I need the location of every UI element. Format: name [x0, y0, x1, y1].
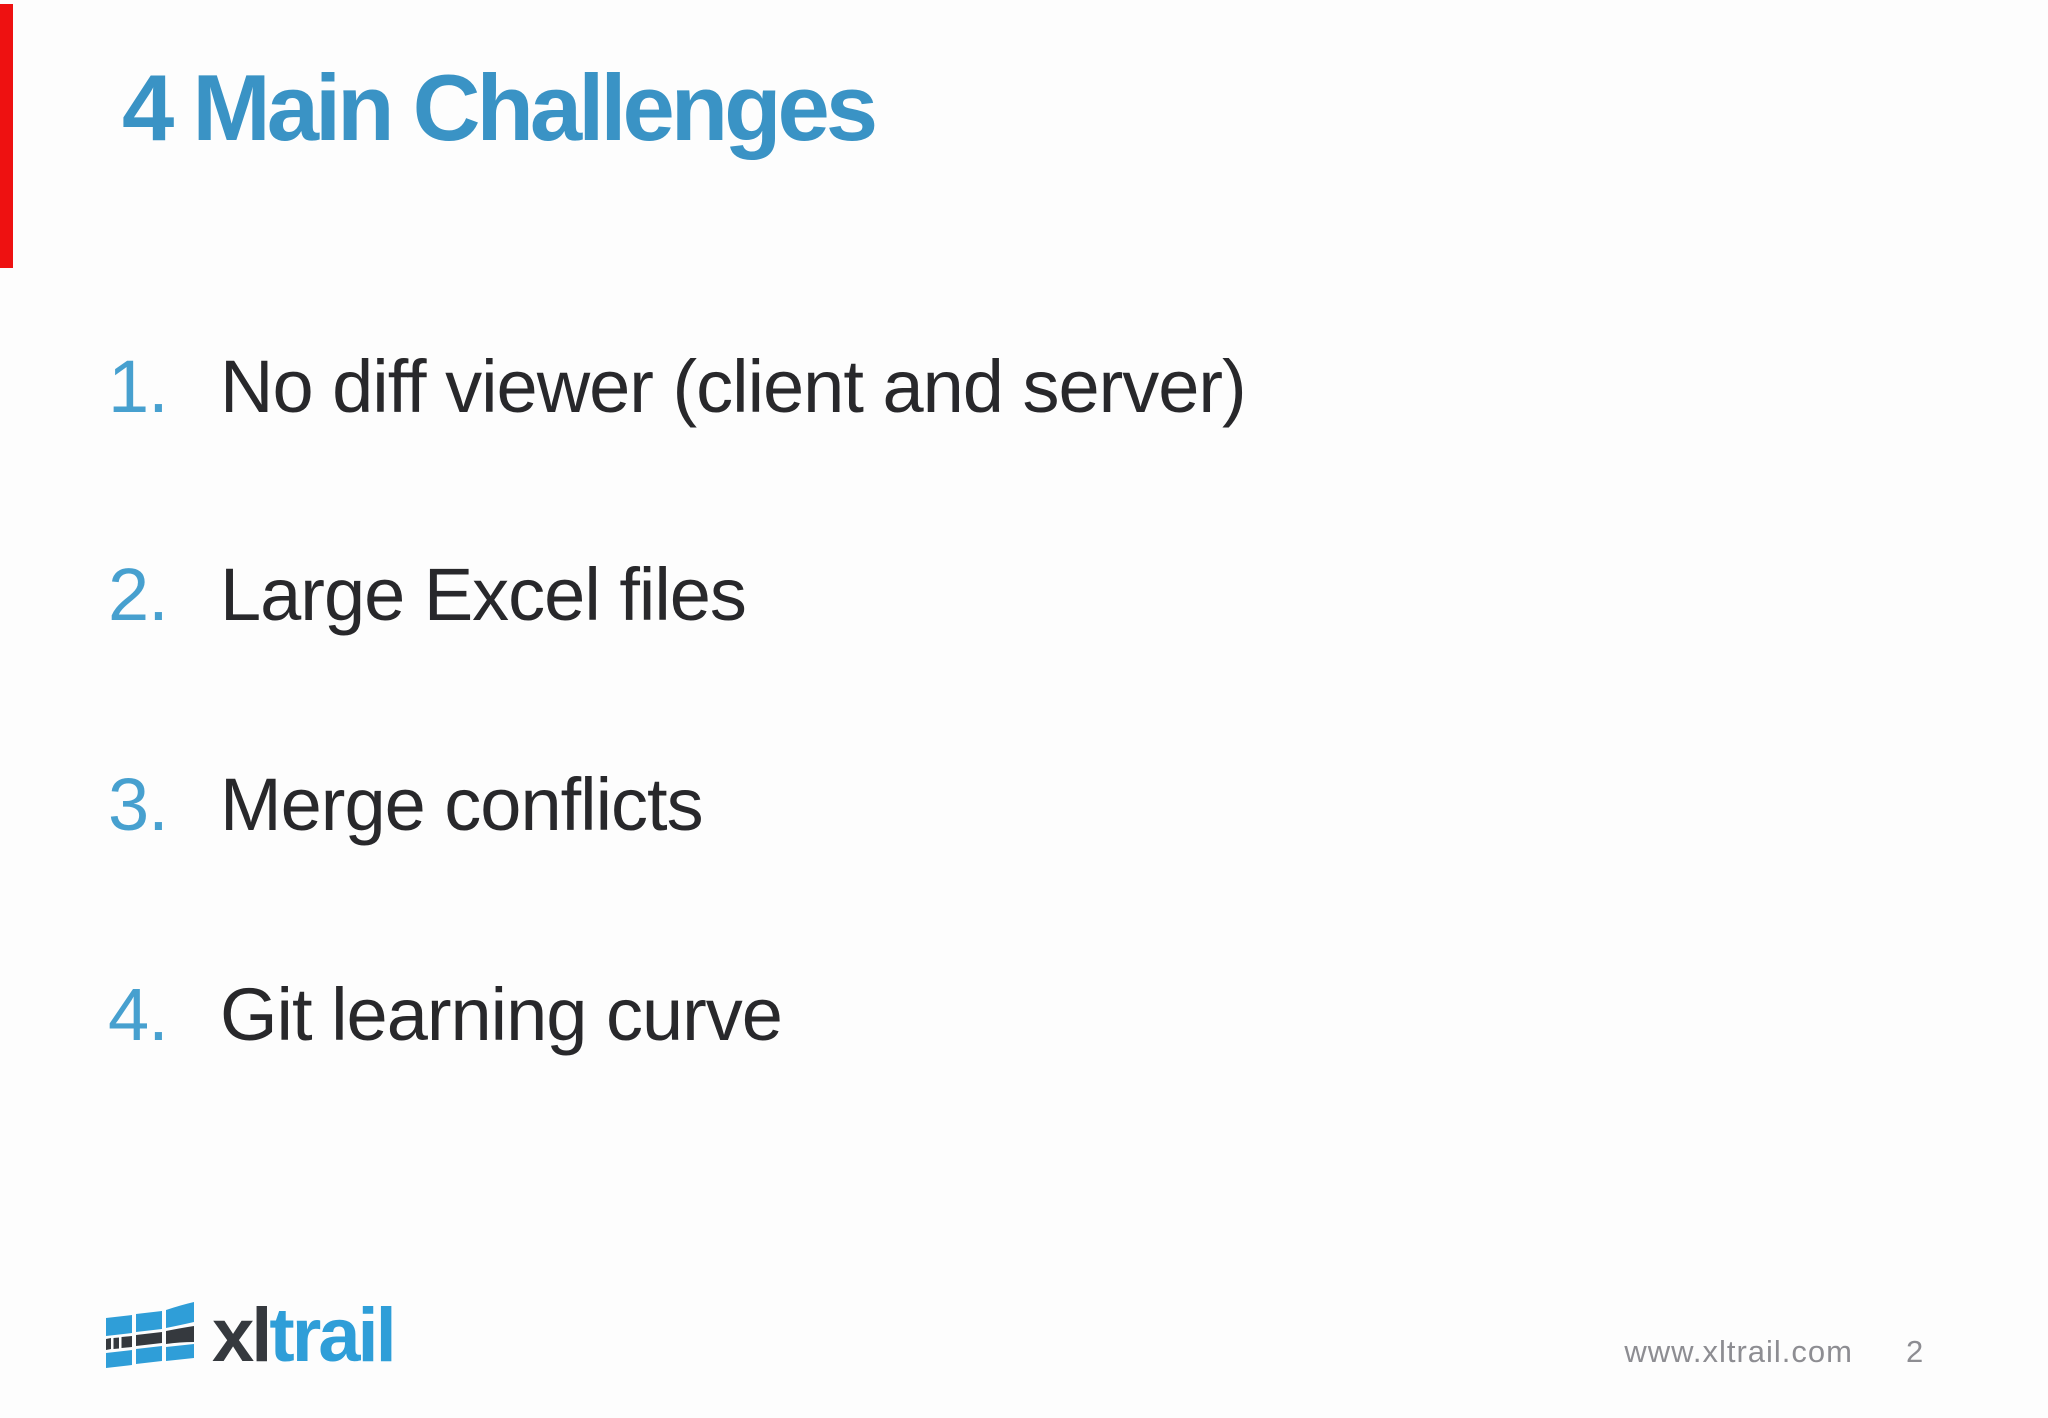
- xltrail-logo: xltrail: [106, 1296, 397, 1374]
- item-text: Large Excel files: [220, 553, 747, 636]
- item-number: 4.: [108, 973, 169, 1056]
- list-item: 1. No diff viewer (client and server): [0, 350, 2048, 440]
- logo-text-trail: trail: [269, 1293, 396, 1378]
- xltrail-wordmark: xltrail: [212, 1298, 397, 1374]
- list-item: 2. Large Excel files: [0, 558, 2048, 648]
- list-item: 4. Git learning curve: [0, 978, 2048, 1068]
- logo-text-xl: xl: [212, 1293, 272, 1378]
- item-number: 2.: [108, 553, 169, 636]
- slide-title: 4 Main Challenges: [122, 55, 878, 160]
- item-text: Merge conflicts: [220, 763, 704, 846]
- item-number: 1.: [108, 345, 169, 428]
- page-number: 2: [1906, 1334, 1924, 1369]
- item-text: No diff viewer (client and server): [220, 345, 1247, 428]
- item-number: 3.: [108, 763, 169, 846]
- red-marker-bar: [0, 4, 13, 268]
- website-url: www.xltrail.com: [1624, 1334, 1853, 1369]
- item-text: Git learning curve: [220, 973, 783, 1056]
- list-item: 3. Merge conflicts: [0, 768, 2048, 858]
- xltrail-grid-flag-icon: [106, 1302, 194, 1368]
